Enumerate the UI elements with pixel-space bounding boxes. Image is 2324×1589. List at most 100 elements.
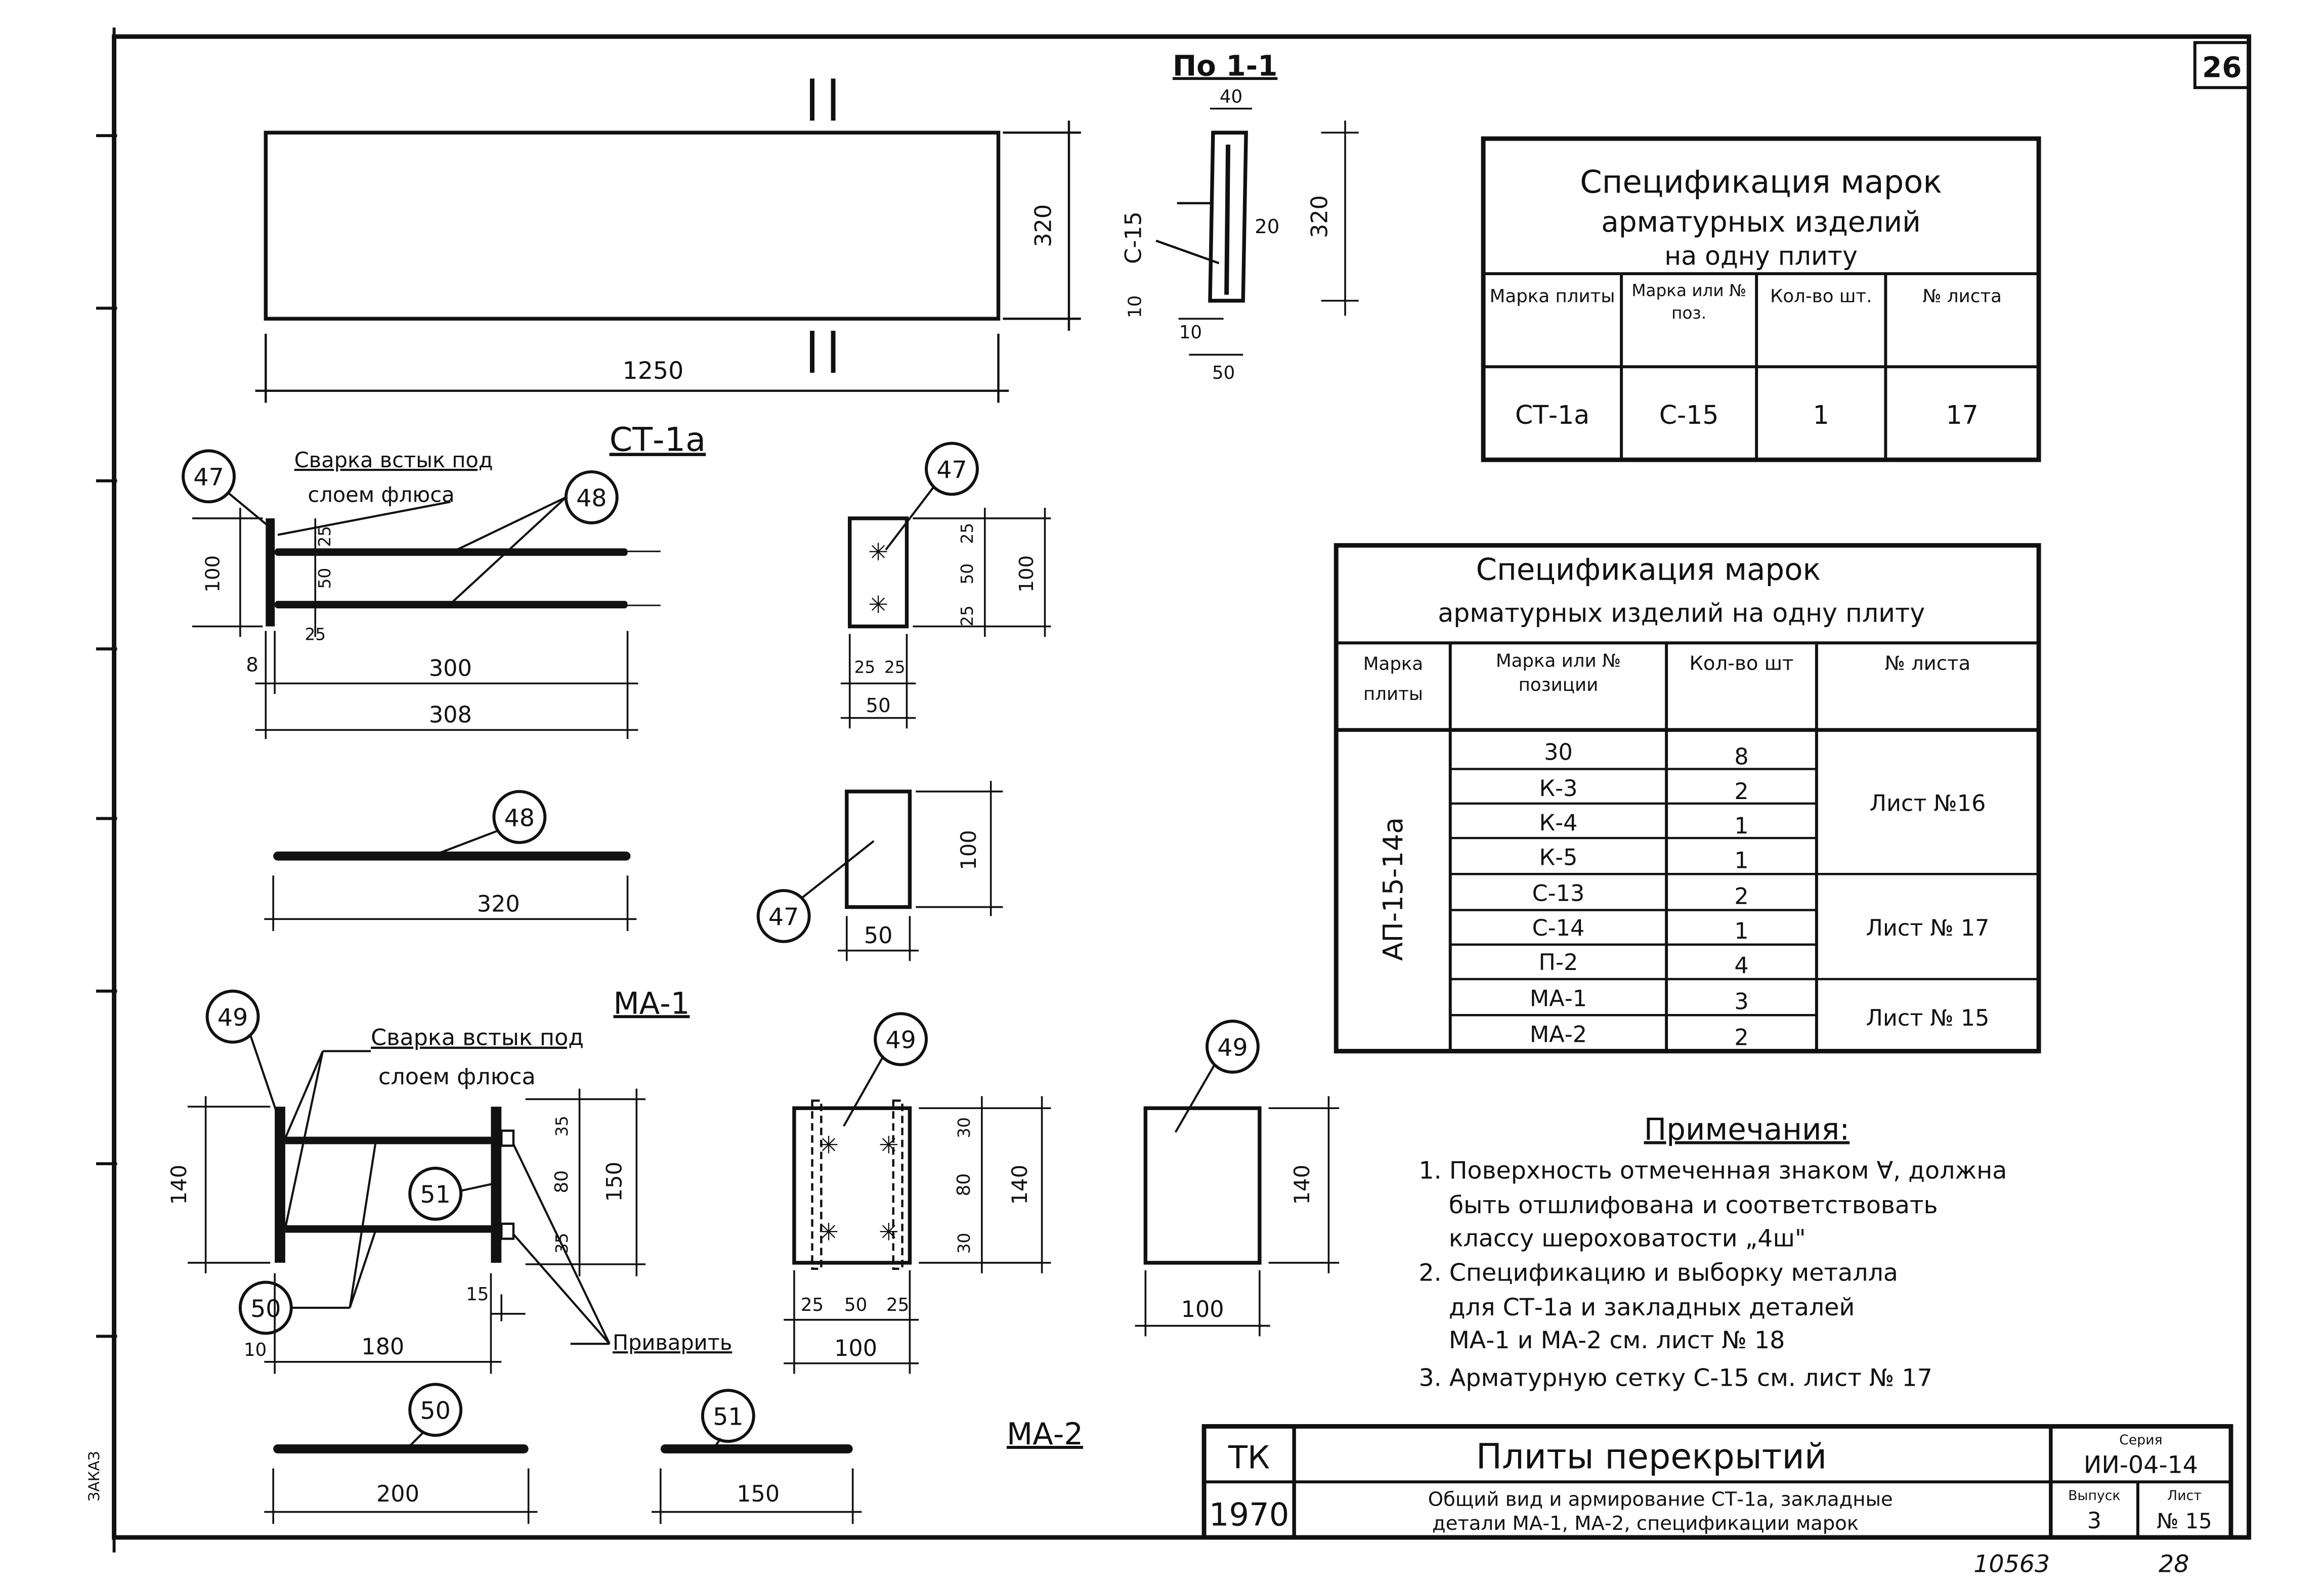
spec2-row-qty: 1 xyxy=(1734,918,1748,944)
callout-50-a-label: 50 xyxy=(250,1295,281,1323)
title-org: ТК xyxy=(1228,1439,1270,1476)
spec2-row-qty: 8 xyxy=(1734,744,1748,770)
section-mark-top xyxy=(810,78,836,121)
plate-49-plain-dims xyxy=(1135,1096,1340,1337)
title-sheet: № 15 xyxy=(2157,1509,2212,1533)
bottom-page-number: 28 xyxy=(2159,1550,2189,1578)
note-line: МА-1 и МА-2 см. лист № 18 xyxy=(1449,1327,1785,1354)
spec-table-2: Спецификация марок арматурных изделий на… xyxy=(1333,543,2041,1053)
title-issue-label: Выпуск xyxy=(2068,1488,2120,1504)
spec2-row-mark: 30 xyxy=(1544,740,1573,766)
ma1-weld-note-2: слоем флюса xyxy=(378,1064,536,1090)
ma1-dim-80: 80 xyxy=(551,1170,572,1193)
spec2-header-mark: Марка или № позиции xyxy=(1495,650,1621,696)
callout-47-b xyxy=(925,442,979,496)
plate-47-dim-w25b: 25 xyxy=(884,658,906,677)
spec2-row-mark: С-14 xyxy=(1532,915,1585,941)
title-main: Плиты перекрытий xyxy=(1476,1437,1827,1477)
title-block: ТК 1970 Плиты перекрытий Общий вид и арм… xyxy=(1201,1424,2233,1540)
ma1-dim-10: 10 xyxy=(244,1340,267,1360)
left-margin-text: ЗАКАЗ xyxy=(85,1451,103,1502)
spec1-cell-qty: 1 xyxy=(1813,400,1829,430)
st1a-weld-note-1: Сварка встык под xyxy=(294,448,493,472)
st1a-dim-308: 308 xyxy=(429,702,472,728)
plate-47-dim-w50: 50 xyxy=(866,694,891,717)
ma1-dim-140: 140 xyxy=(166,1165,191,1205)
note-line: для СТ-1а и закладных деталей xyxy=(1449,1294,1855,1321)
ma1-dim-35a: 35 xyxy=(552,1116,572,1137)
ma1-dim-35b: 35 xyxy=(552,1233,572,1254)
spec2-row-qty: 2 xyxy=(1734,884,1748,910)
callout-49-b xyxy=(874,1012,928,1067)
ma2-title: МА-2 xyxy=(1007,1417,1083,1451)
st1a-dims xyxy=(192,508,638,739)
callout-49-b-label: 49 xyxy=(885,1027,916,1054)
callout-50-b-label: 50 xyxy=(420,1397,450,1425)
plate-47-outline xyxy=(848,516,909,629)
plate-49-dim-w25a: 25 xyxy=(801,1295,824,1315)
callout-47-c xyxy=(756,889,811,943)
notes: Примечания: 1. Поверхность отмеченная зн… xyxy=(1418,1112,2007,1392)
binding-ticks xyxy=(96,134,117,1338)
bar-48 xyxy=(273,851,631,861)
spec2-sheet-16: Лист №16 xyxy=(1870,791,1986,817)
plate-49-plain: 49 140 100 xyxy=(1135,1020,1340,1337)
callout-51-a-label: 51 xyxy=(420,1181,450,1209)
spec1-header-qty: Кол-во шт. xyxy=(1770,285,1872,307)
plate-47-plain-dims xyxy=(837,781,1003,961)
ma1-weld-here: Приварить xyxy=(613,1330,733,1355)
ma1-50-leaders xyxy=(291,1144,376,1309)
st1a-dim-25b: 25 xyxy=(305,625,326,644)
section-bar xyxy=(1224,144,1231,295)
plate-47-plain-outline xyxy=(845,789,912,909)
title-series-label: Серия xyxy=(2119,1432,2162,1448)
st1a-bar-bottom xyxy=(275,601,628,609)
spec2-row-mark: С-13 xyxy=(1532,881,1585,907)
plate-49-outline xyxy=(792,1106,912,1265)
ma1-bar-top xyxy=(285,1136,491,1144)
spec2-row-mark: К-4 xyxy=(1539,810,1577,836)
plate-49-stud-4: ✳ xyxy=(879,1218,899,1246)
section-mesh-leader xyxy=(1155,239,1220,264)
note-line: 2. Спецификацию и выборку металла xyxy=(1418,1259,1898,1287)
spec2-header-sheet: № листа xyxy=(1884,653,1971,676)
plate-49-dim-w100: 100 xyxy=(834,1336,877,1361)
plate-49-dim-30b: 30 xyxy=(955,1233,974,1254)
ma1-plate-right xyxy=(491,1107,502,1263)
spec2-sheet-15: Лист № 15 xyxy=(1866,1005,1990,1031)
bar-51-detail: 51 150 xyxy=(651,1389,862,1524)
title-issue: 3 xyxy=(2087,1508,2101,1534)
ma1-weld-note-1: Сварка встык под xyxy=(371,1025,584,1051)
callout-48-b-label: 48 xyxy=(504,804,535,832)
ma1-dim-150: 150 xyxy=(602,1162,627,1202)
bar-48-detail: 48 320 xyxy=(264,790,637,932)
spec2-title-2: арматурных изделий на одну плиту xyxy=(1438,598,1925,628)
plate-49-dim-w25b: 25 xyxy=(886,1295,909,1315)
plate-47-dim-100: 100 xyxy=(1015,555,1038,593)
spec2-row-mark: МА-2 xyxy=(1530,1022,1587,1048)
plate-49-dim-30a: 30 xyxy=(955,1117,974,1138)
callout-49-c xyxy=(1206,1020,1260,1074)
st1a-dim-300: 300 xyxy=(429,656,472,682)
spec1-cell-sheet: 17 xyxy=(1946,400,1978,430)
plate-47-plain-h: 100 xyxy=(956,830,981,870)
section-profile xyxy=(1208,130,1248,303)
callout-47-a xyxy=(182,449,236,504)
bar-48-length: 320 xyxy=(477,891,520,917)
title-sheet-label: Лист xyxy=(2167,1488,2202,1504)
ma1-dim-15: 15 xyxy=(466,1284,489,1305)
spec1-header-plate: Марка плиты xyxy=(1489,285,1615,307)
st1a-dim-25a: 25 xyxy=(315,526,334,547)
st1a-bar-top xyxy=(275,548,628,556)
ma1-assembly: МА-1 Сварка встык под слоем флюса 49 51 … xyxy=(166,986,732,1374)
st1a-plate xyxy=(266,518,275,627)
ma1-dim-180: 180 xyxy=(361,1334,404,1360)
section-mark-bottom xyxy=(810,330,836,373)
ma1-plate-left xyxy=(275,1107,285,1263)
notes-title: Примечания: xyxy=(1644,1112,1850,1147)
spec2-sheet-17: Лист № 17 xyxy=(1866,915,1990,941)
callout-49-a xyxy=(205,989,260,1044)
callout-48-b xyxy=(492,790,547,844)
plate-49-view: ✳ ✳ ✳ ✳ 49 30 80 30 140 25 50 25 100 xyxy=(784,1012,1051,1374)
